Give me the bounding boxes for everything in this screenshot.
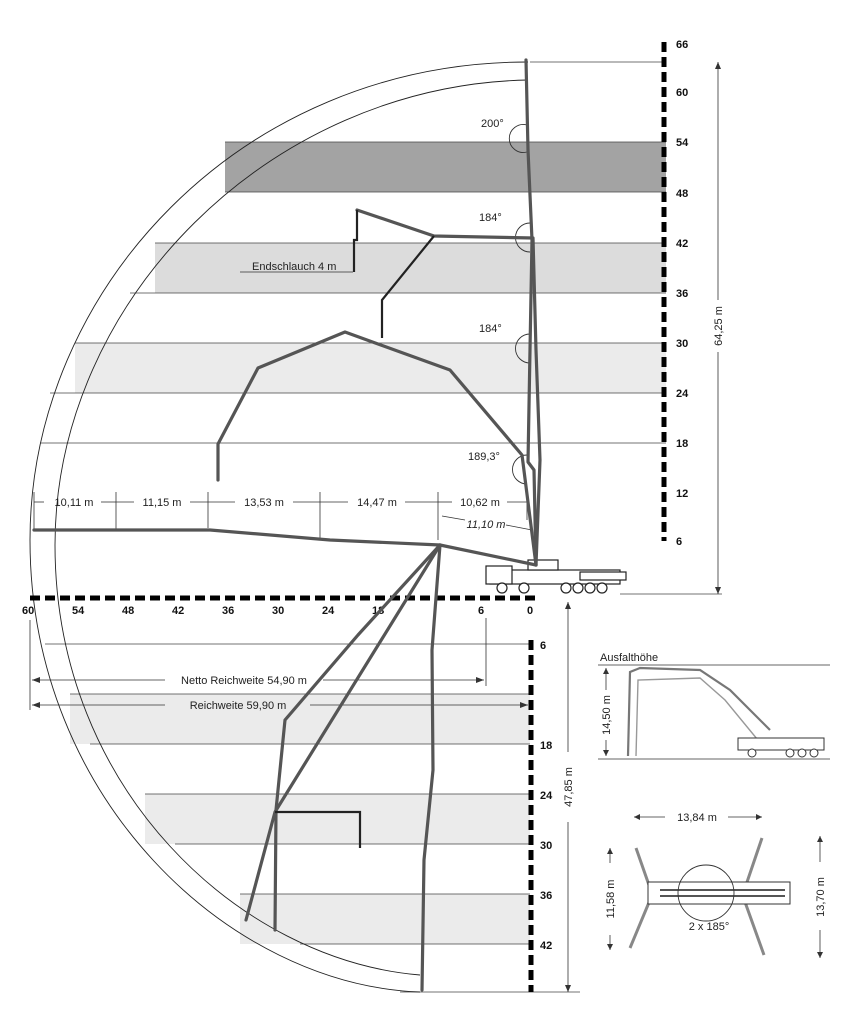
- unfolding-height-label: 14,50 m: [601, 695, 613, 735]
- svg-text:36: 36: [540, 890, 552, 902]
- boom-vertical: [524, 58, 538, 567]
- svg-text:54: 54: [72, 605, 85, 617]
- unfolding-height-inset: Ausfalthöhe 14,50 m: [598, 652, 830, 760]
- svg-text:42: 42: [676, 238, 688, 250]
- svg-text:18: 18: [540, 740, 552, 752]
- outrigger-width-label: 13,84 m: [677, 812, 717, 824]
- svg-text:30: 30: [272, 605, 284, 617]
- depth-dimension: 47,85 m: [563, 602, 575, 992]
- svg-text:48: 48: [676, 188, 688, 200]
- boom-down-1: [420, 543, 442, 992]
- svg-text:60: 60: [22, 605, 34, 617]
- segment-1-label: 10,11 m: [55, 497, 94, 509]
- rear-outrigger-label: 13,70 m: [815, 877, 827, 917]
- angle-184-upper-label: 184°: [479, 212, 502, 224]
- slew-angle-label: 2 x 185°: [689, 921, 729, 933]
- depth-axis: 6 18 24 30 36 42: [528, 640, 553, 992]
- height-axis: 66 60 54 48 42 36 30 24 18 12 6: [661, 39, 689, 548]
- svg-text:6: 6: [478, 605, 484, 617]
- segment-6-label: 11,10 m: [467, 519, 506, 531]
- svg-text:24: 24: [676, 388, 689, 400]
- boom-upper-config: [216, 330, 538, 567]
- segment-5-label: 10,62 m: [460, 497, 500, 509]
- front-outrigger-label: 11,58 m: [605, 880, 617, 919]
- end-hose-annotation: Endschlauch 4 m: [240, 261, 353, 273]
- angle-184-lower-label: 184°: [479, 323, 502, 335]
- svg-text:48: 48: [122, 605, 134, 617]
- svg-text:36: 36: [222, 605, 234, 617]
- outrigger-inset: 13,84 m 11,58 m 13,70 m 2 x 185°: [605, 812, 827, 958]
- depth-label: 47,85 m: [563, 767, 575, 807]
- total-height-dimension: 64,25 m: [713, 62, 725, 594]
- svg-text:24: 24: [540, 790, 553, 802]
- end-hose-label: Endschlauch 4 m: [252, 261, 336, 273]
- svg-text:54: 54: [676, 137, 689, 149]
- svg-text:18: 18: [676, 438, 688, 450]
- boom-horizontal: [32, 528, 538, 567]
- svg-text:66: 66: [676, 39, 688, 51]
- svg-text:36: 36: [676, 288, 688, 300]
- total-height-label: 64,25 m: [713, 306, 725, 346]
- reach-dimensions: Netto Reichweite 54,90 m Reichweite 59,9…: [29, 618, 528, 712]
- angle-189-label: 189,3°: [468, 451, 500, 463]
- net-reach-label: Netto Reichweite 54,90 m: [181, 675, 307, 687]
- boom-top-config: [355, 208, 542, 567]
- boom-positions: [32, 58, 542, 992]
- svg-text:12: 12: [676, 488, 688, 500]
- svg-text:6: 6: [676, 536, 682, 548]
- boom-down-2: [273, 543, 442, 932]
- segment-2-label: 11,15 m: [143, 497, 182, 509]
- svg-text:60: 60: [676, 87, 688, 99]
- svg-text:42: 42: [540, 940, 552, 952]
- reach-axis: 60 54 48 42 36 30 24 18 6 0: [22, 595, 535, 617]
- svg-text:30: 30: [676, 338, 688, 350]
- angle-200-label: 200°: [481, 118, 504, 130]
- segment-dimensions: 10,11 m 11,15 m 13,53 m 14,47 m 10,62 m …: [33, 492, 533, 540]
- segment-3-label: 13,53 m: [244, 497, 284, 509]
- joint-angles: 200° 184° 184° 189,3°: [468, 118, 531, 485]
- svg-text:42: 42: [172, 605, 184, 617]
- reach-label: Reichweite 59,90 m: [190, 700, 287, 712]
- segment-4-label: 14,47 m: [357, 497, 397, 509]
- reach-envelope: [29, 61, 529, 993]
- truck-silhouette: [485, 559, 627, 594]
- svg-text:30: 30: [540, 840, 552, 852]
- grid-lines: [40, 61, 722, 993]
- svg-text:24: 24: [322, 605, 335, 617]
- svg-text:6: 6: [540, 640, 546, 652]
- unfolding-title: Ausfalthöhe: [600, 652, 658, 664]
- svg-text:0: 0: [527, 605, 533, 617]
